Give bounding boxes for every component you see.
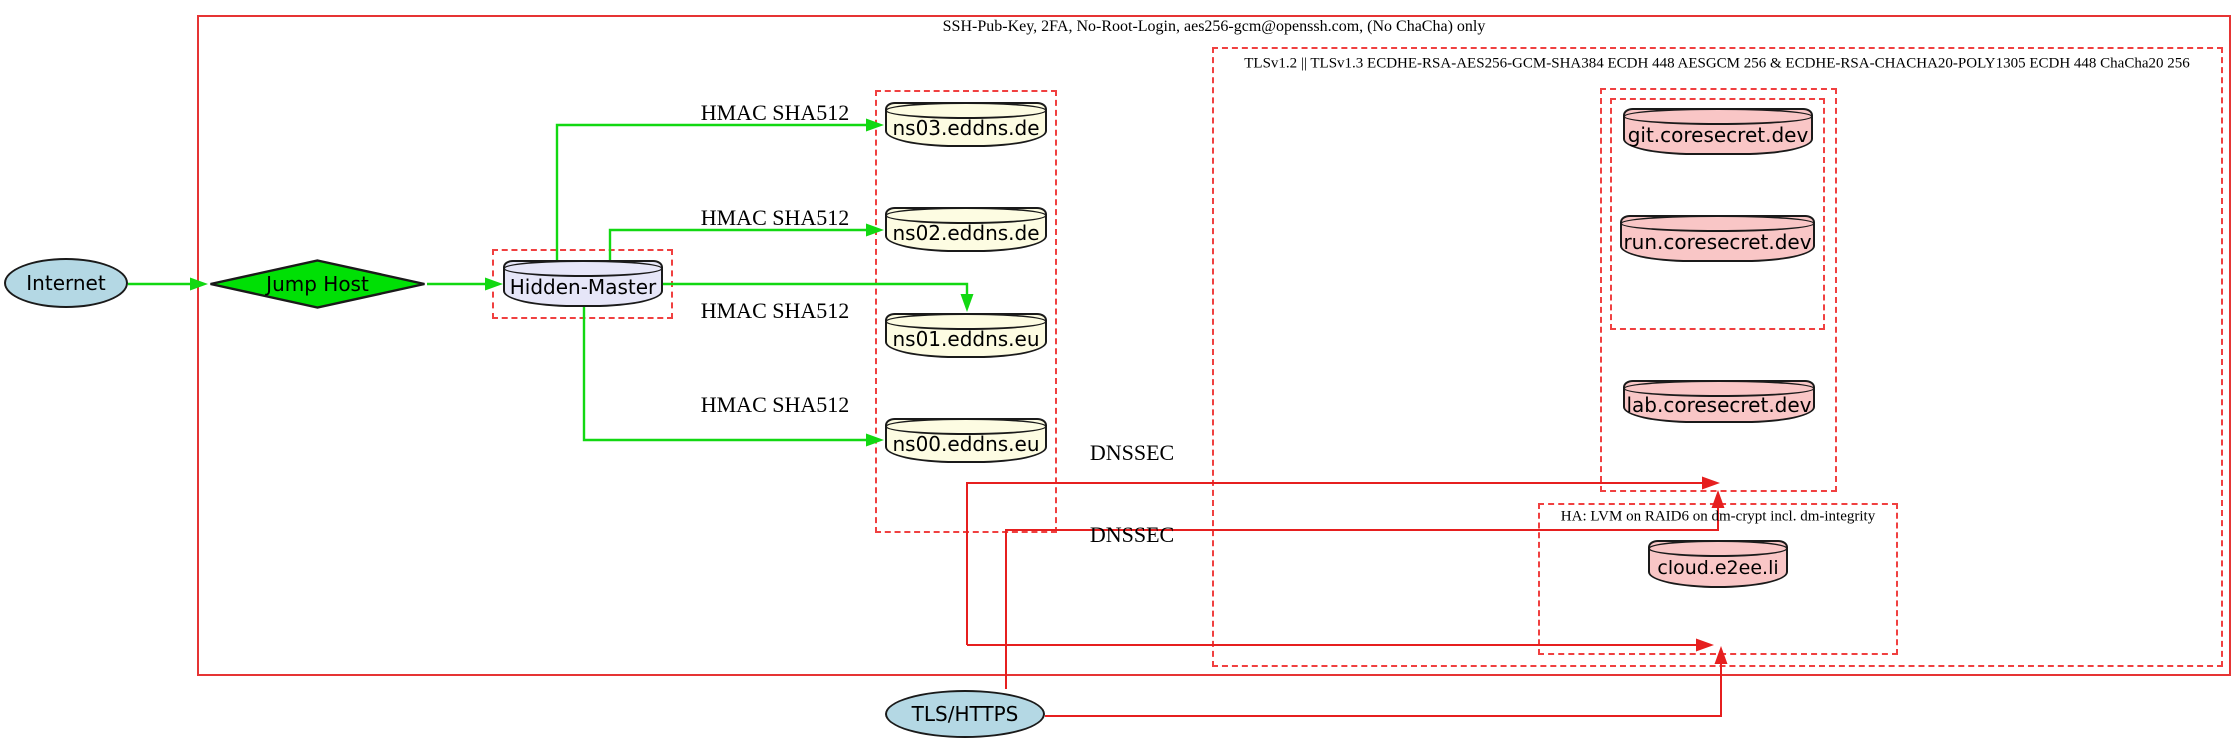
cluster-coresecret-box bbox=[1600, 88, 1837, 492]
edge-hiddenmaster-ns02 bbox=[608, 228, 866, 261]
red-arrowheads bbox=[1696, 476, 1728, 664]
node-ns03: ns03.eddns.de bbox=[885, 102, 1047, 147]
arrowhead-dnssec-upper bbox=[1702, 476, 1720, 490]
node-ns02-label: ns02.eddns.de bbox=[892, 221, 1040, 245]
cluster-ssh-box bbox=[197, 15, 2231, 676]
node-hidden-master-label: Hidden-Master bbox=[509, 275, 657, 299]
green-arrowheads bbox=[190, 118, 974, 447]
edge-label-hmac-ns01: HMAC SHA512 bbox=[700, 298, 850, 323]
arrowhead-ns01 bbox=[960, 294, 974, 312]
edge-tlshttps-coresecret bbox=[1005, 508, 1719, 689]
arrowhead-ha bbox=[1714, 646, 1728, 664]
node-run: run.coresecret.dev bbox=[1620, 215, 1815, 262]
node-internet-label: Internet bbox=[26, 271, 106, 295]
node-tls-https: TLS/HTTPS bbox=[885, 690, 1045, 738]
edge-label-hmac-ns02: HMAC SHA512 bbox=[700, 205, 850, 230]
edge-label-hmac-ns03: HMAC SHA512 bbox=[700, 100, 850, 125]
node-cloud: cloud.e2ee.li bbox=[1648, 540, 1788, 588]
node-ns00-label: ns00.eddns.eu bbox=[892, 432, 1040, 456]
arrowhead-jumphost bbox=[190, 277, 208, 291]
node-lab-label: lab.coresecret.dev bbox=[1626, 393, 1812, 417]
node-jump-host: Jump Host bbox=[208, 259, 427, 309]
node-hidden-master: Hidden-Master bbox=[503, 260, 663, 307]
green-edges bbox=[128, 123, 969, 442]
edge-hiddenmaster-ns03 bbox=[555, 123, 866, 261]
edge-dnssec-upper bbox=[966, 482, 1703, 645]
node-ns01-label: ns01.eddns.eu bbox=[892, 327, 1040, 351]
red-edges bbox=[966, 482, 1722, 717]
arrowhead-coresecret bbox=[1711, 490, 1725, 508]
cluster-tls-box bbox=[1212, 47, 2223, 667]
node-ns02: ns02.eddns.de bbox=[885, 207, 1047, 252]
node-git: git.coresecret.dev bbox=[1623, 108, 1813, 155]
cluster-gitrun-box bbox=[1610, 98, 1825, 330]
node-run-label: run.coresecret.dev bbox=[1623, 230, 1812, 254]
edge-label-hmac-ns00: HMAC SHA512 bbox=[700, 392, 850, 417]
node-internet: Internet bbox=[4, 258, 128, 308]
node-cloud-label: cloud.e2ee.li bbox=[1657, 556, 1779, 579]
edge-hiddenmaster-ns00 bbox=[582, 306, 866, 442]
jump-host-diamond-shape bbox=[210, 259, 425, 309]
arrowhead-hiddenmaster bbox=[485, 277, 503, 291]
edge-tlshttps-ha bbox=[1045, 664, 1722, 717]
node-ns01: ns01.eddns.eu bbox=[885, 313, 1047, 358]
node-jump-host-label: Jump Host bbox=[266, 272, 369, 296]
arrowhead-ns02 bbox=[866, 223, 884, 237]
arrowhead-ns00 bbox=[866, 433, 884, 447]
cluster-ssh-label: SSH-Pub-Key, 2FA, No-Root-Login, aes256-… bbox=[942, 18, 1486, 35]
edge-hiddenmaster-ns01 bbox=[663, 282, 969, 295]
node-ns03-label: ns03.eddns.de bbox=[892, 116, 1040, 140]
cluster-tls-label: TLSv1.2 || TLSv1.3 ECDHE-RSA-AES256-GCM-… bbox=[1244, 55, 2190, 72]
arrowhead-ns03 bbox=[866, 118, 884, 132]
cluster-ha-label: HA: LVM on RAID6 on dm-crypt incl. dm-in… bbox=[1560, 508, 1876, 525]
edge-label-dnssec-upper: DNSSEC bbox=[1089, 440, 1175, 465]
node-ns00: ns00.eddns.eu bbox=[885, 418, 1047, 463]
node-lab: lab.coresecret.dev bbox=[1623, 380, 1815, 423]
arrowhead-dnssec-lower bbox=[1696, 638, 1714, 652]
node-git-label: git.coresecret.dev bbox=[1627, 123, 1809, 147]
node-tls-https-label: TLS/HTTPS bbox=[911, 702, 1019, 726]
edge-label-dnssec-lower: DNSSEC bbox=[1089, 522, 1175, 547]
